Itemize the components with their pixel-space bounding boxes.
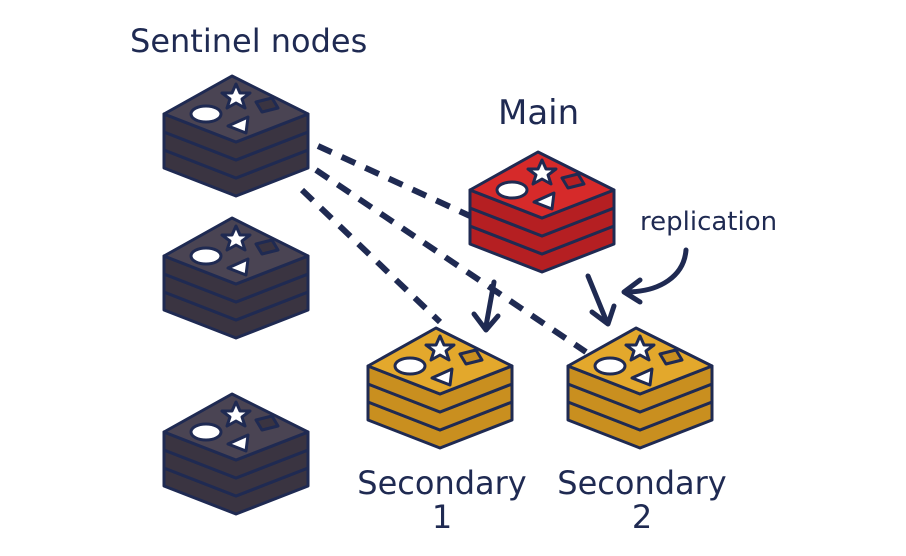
secondary-2-label: Secondary xyxy=(557,464,726,502)
secondary-1-label: Secondary xyxy=(357,464,526,502)
sentinel-node-3-stack xyxy=(162,392,310,516)
secondary-node-1-stack xyxy=(366,326,514,450)
replication-curve-arrow xyxy=(621,247,689,305)
monitor-line-main xyxy=(316,143,472,219)
monitor-line-secondary2 xyxy=(314,167,588,355)
sentinel-node-1 xyxy=(162,74,310,198)
secondary-1-number: 1 xyxy=(432,498,452,536)
monitor-line-secondary1 xyxy=(299,187,443,325)
sentinel-title: Sentinel nodes xyxy=(130,22,367,60)
replication-arrow-2 xyxy=(585,273,617,327)
sentinel-node-2 xyxy=(162,216,310,340)
main-node-stack xyxy=(468,150,616,274)
replication-label: replication xyxy=(640,207,777,237)
sentinel-node-3 xyxy=(162,392,310,516)
secondary-2-number: 2 xyxy=(632,498,652,536)
sentinel-node-2-stack xyxy=(162,216,310,340)
main-label: Main xyxy=(498,93,579,133)
secondary-node-2-stack xyxy=(566,326,714,450)
replication-arrow-1 xyxy=(471,279,501,333)
secondary-node-2 xyxy=(566,326,714,450)
secondary-node-1 xyxy=(366,326,514,450)
sentinel-node-1-stack xyxy=(162,74,310,198)
main-node xyxy=(468,150,616,274)
